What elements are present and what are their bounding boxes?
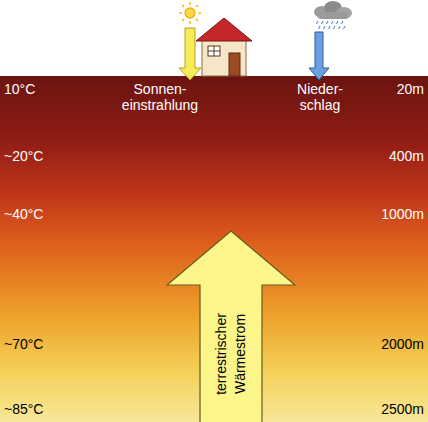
temperature-label: ~20°C [4,148,43,164]
rain-drops [317,21,346,29]
depth-label: 400m [389,148,424,164]
depth-label: 2000m [381,336,424,352]
sun-icon [179,2,201,24]
rain-arrow [309,32,329,80]
arrow-outline [166,230,296,422]
cloud-icon [314,1,352,19]
temperature-label: 10°C [4,81,35,97]
sky [0,0,428,76]
depth-label: 20m [397,81,424,97]
depth-label: 2500m [381,401,424,417]
heat-flow-arrow: terrestrischer Wärmestrom [166,230,296,422]
temperature-label: ~40°C [4,206,43,222]
arrow-label: terrestrischer Wärmestrom [212,313,250,395]
temperature-label: ~85°C [4,401,43,417]
sun-arrow [179,28,201,80]
house-icon [196,18,252,76]
flow-label: Sonnen- einstrahlung [122,81,198,113]
temperature-label: ~70°C [4,336,43,352]
flow-label: Nieder- schlag [297,81,343,113]
depth-label: 1000m [381,206,424,222]
arrow-shape [167,231,295,422]
